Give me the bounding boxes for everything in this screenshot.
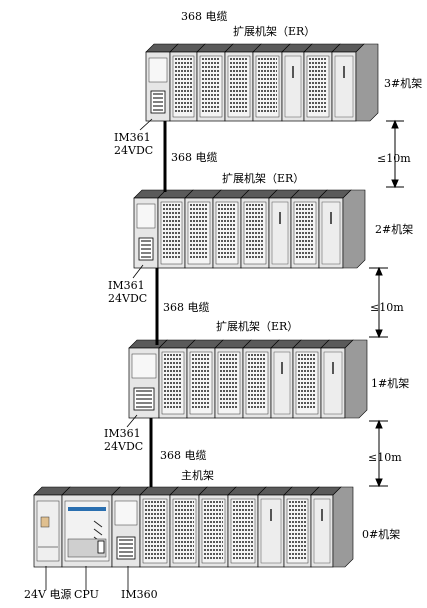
distance-marker-2-1 [369, 266, 388, 339]
dc-label-2: 24VDC [108, 292, 147, 305]
distance-label-c: ≤10m [368, 451, 402, 464]
cable-label-2: 368 电缆 [163, 301, 210, 314]
rack-0-module-10 [310, 486, 342, 568]
rack-3-module-3 [196, 43, 234, 122]
rack-1-module-2 [158, 339, 196, 419]
er-label-1: 扩展机架（ER） [216, 319, 298, 333]
rack-1-module-7 [292, 339, 330, 419]
rack-1-module-4 [214, 339, 252, 419]
rack-0-module-7 [227, 486, 267, 568]
cable-top-label: 368 电缆 [181, 10, 228, 23]
rack-0 [33, 486, 354, 568]
rack-label-2: 2#机架 [375, 222, 413, 236]
rack-0-module-1 [33, 486, 71, 568]
er-label-2: 扩展机架（ER） [222, 171, 304, 185]
rack-1-module-1 [128, 339, 168, 419]
im360-label: IM360 [121, 588, 158, 601]
distance-label-a: ≤10m [377, 152, 411, 165]
dc-label-1: 24VDC [104, 440, 143, 453]
psu-label: 24V 电源 [24, 587, 71, 601]
rack-3-module-8 [331, 43, 365, 122]
rack-1 [128, 339, 368, 419]
rack-3-module-5 [252, 43, 291, 122]
rack-3 [145, 43, 379, 122]
main-rack-label: 主机架 [181, 468, 214, 482]
cable-label-3: 368 电缆 [160, 449, 207, 462]
cpu-label: CPU [74, 588, 99, 601]
rack-label-3: 3#机架 [384, 76, 422, 90]
dc-label-3: 24VDC [114, 144, 153, 157]
rack-0-module-2 [61, 486, 121, 568]
rack-label-0: 0#机架 [362, 527, 400, 541]
rack-0-module-4 [139, 486, 179, 568]
rack-3-module-2 [169, 43, 206, 122]
rack-label-1: 1#机架 [371, 376, 409, 390]
rack-1-module-6 [270, 339, 302, 419]
rack-2 [133, 189, 366, 269]
rack-2-module-7 [290, 189, 328, 269]
rack-3-module-4 [224, 43, 262, 122]
rack-1-module-3 [186, 339, 224, 419]
rack-2-module-5 [240, 189, 278, 269]
rack-2-module-8 [318, 189, 352, 269]
distance-marker-3-2 [386, 119, 404, 189]
rack-3-module-1 [145, 43, 179, 122]
rack-3-module-7 [303, 43, 341, 122]
rack-2-module-4 [212, 189, 250, 269]
im361-label-1: IM361 [104, 427, 141, 440]
racks-group [33, 43, 379, 568]
rack-0-module-9 [283, 486, 320, 568]
rack-2-module-1 [133, 189, 167, 269]
leader-lines [45, 118, 153, 590]
rack-2-module-6 [268, 189, 300, 269]
distance-marker-1-0 [369, 419, 388, 488]
rack-1-module-5 [242, 339, 280, 419]
rack-0-module-5 [169, 486, 208, 568]
distance-label-b: ≤10m [370, 301, 404, 314]
im361-label-3: IM361 [114, 131, 151, 144]
rack-2-module-2 [157, 189, 194, 269]
rack-3-module-6 [281, 43, 313, 122]
rack-1-module-8 [320, 339, 354, 419]
er-label-3: 扩展机架（ER） [233, 24, 315, 38]
rack-0-module-3 [111, 486, 149, 568]
rack-0-module-6 [198, 486, 237, 568]
im361-label-2: IM361 [108, 279, 145, 292]
cable-label-1: 368 电缆 [171, 151, 218, 164]
